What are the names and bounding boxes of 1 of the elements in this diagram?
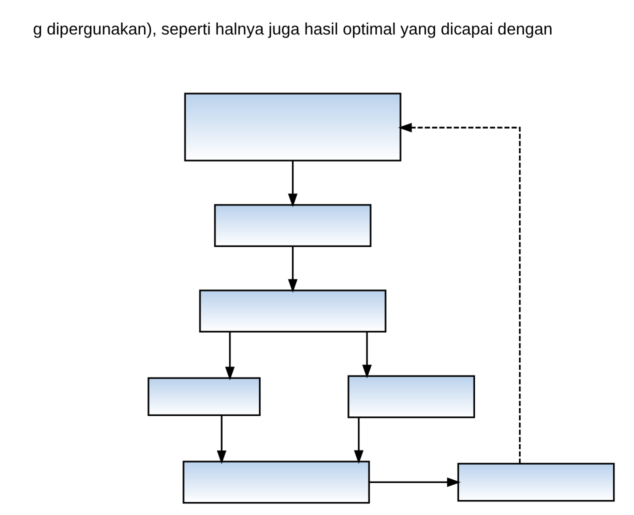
label: g dipergunakan), seperti halnya juga hasil optimal yang dicapai dengan	[32, 20, 553, 39]
